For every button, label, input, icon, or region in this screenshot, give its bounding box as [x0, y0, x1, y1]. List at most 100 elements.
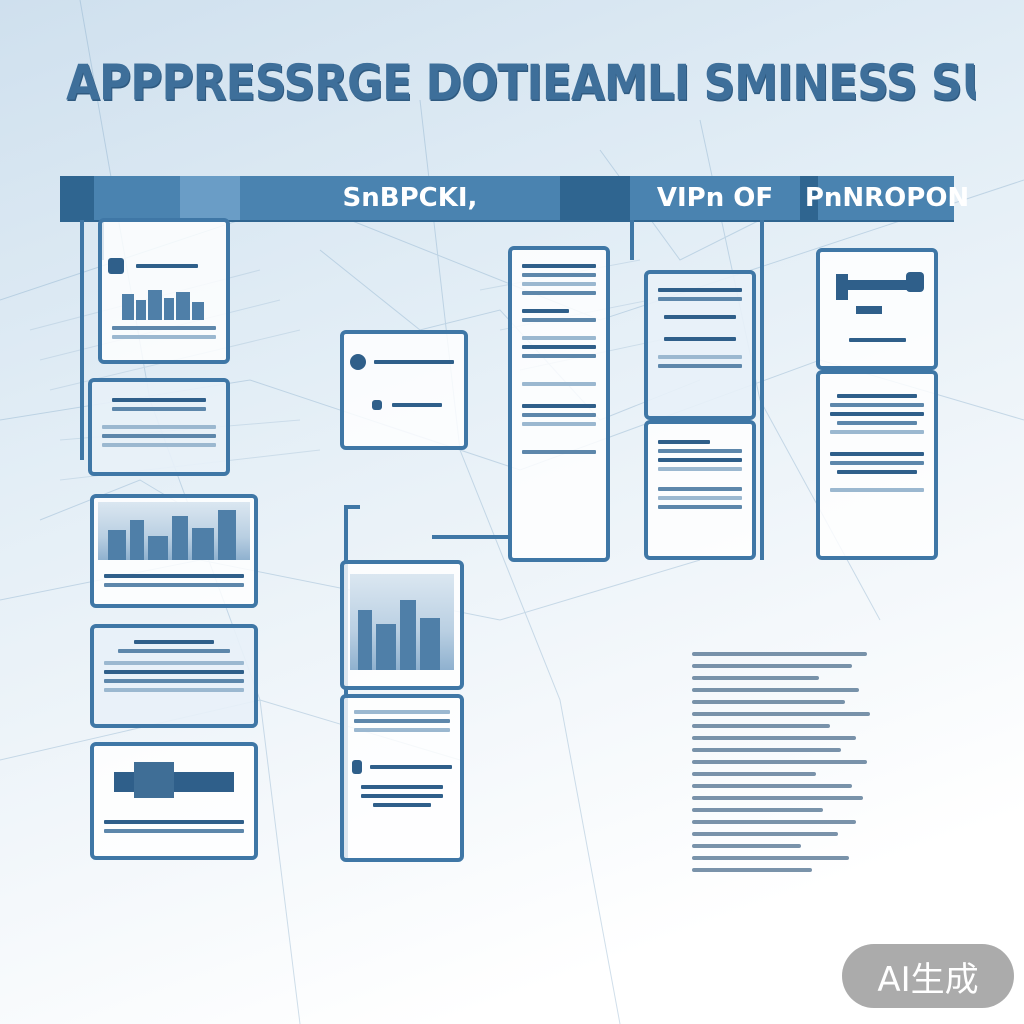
text-line — [830, 403, 924, 407]
text-line — [354, 719, 450, 723]
text-line — [134, 640, 214, 644]
text-line — [104, 820, 244, 824]
diagram-card — [88, 378, 230, 476]
text-line — [837, 470, 917, 474]
chart-image — [122, 286, 206, 320]
text-line — [102, 443, 216, 447]
user-icon — [372, 400, 382, 410]
text-line — [658, 355, 742, 359]
text-line — [392, 403, 442, 407]
text-line — [830, 452, 924, 456]
text-line — [522, 318, 596, 322]
diagram-card — [644, 420, 756, 560]
text-line — [522, 413, 596, 417]
text-line — [830, 430, 924, 434]
text-line — [136, 264, 198, 268]
text-line — [522, 345, 596, 349]
search-icon — [350, 354, 366, 370]
text-line — [102, 425, 216, 429]
text-line — [830, 461, 924, 465]
text-line — [658, 487, 742, 491]
text-line — [522, 309, 569, 313]
text-line — [658, 467, 742, 471]
tool-icon — [830, 272, 924, 332]
connector-line — [80, 220, 84, 460]
document-text-block — [692, 644, 874, 936]
text-line — [663, 315, 737, 319]
text-line — [522, 291, 596, 295]
text-line — [837, 394, 917, 398]
text-line — [658, 440, 710, 444]
text-line — [104, 679, 244, 683]
text-line — [104, 670, 244, 674]
connector-line — [344, 505, 360, 509]
header-bar: SnBPCKI, VIPn OF PnNROPON — [60, 176, 970, 220]
text-line — [658, 458, 742, 462]
text-line — [374, 360, 454, 364]
text-line — [112, 398, 206, 402]
text-line — [118, 649, 230, 653]
text-line — [837, 421, 917, 425]
diagram-card — [90, 494, 258, 608]
text-line — [522, 382, 596, 386]
text-line — [104, 583, 244, 587]
text-line — [102, 434, 216, 438]
text-line — [522, 282, 596, 286]
connector-line — [432, 535, 512, 539]
text-line — [373, 803, 431, 807]
text-line — [848, 338, 906, 342]
text-line — [658, 496, 742, 500]
text-line — [112, 407, 206, 411]
text-line — [354, 710, 450, 714]
diagram-card — [98, 218, 230, 364]
text-line — [522, 336, 596, 340]
text-line — [522, 450, 596, 454]
header-block — [180, 176, 240, 220]
text-line — [354, 728, 450, 732]
header-label-2: VIPn OF — [656, 183, 774, 213]
text-line — [522, 354, 596, 358]
ai-generated-badge: AI生成 — [842, 944, 1014, 1008]
text-line — [658, 297, 742, 301]
diagram-card — [340, 560, 464, 690]
text-line — [658, 288, 742, 292]
city-image — [98, 502, 250, 560]
header-block — [560, 176, 630, 220]
text-line — [112, 335, 216, 339]
text-line — [112, 326, 216, 330]
header-block — [800, 176, 818, 220]
diagram-card — [340, 330, 468, 450]
text-line — [361, 794, 443, 798]
text-line — [522, 404, 596, 408]
connector-line — [760, 220, 764, 560]
diagram-card — [340, 694, 464, 862]
text-line — [361, 785, 443, 789]
header-label-3: PnNROPON — [804, 183, 970, 213]
text-line — [658, 505, 742, 509]
text-line — [663, 337, 737, 341]
text-line — [104, 661, 244, 665]
diagram-card — [816, 248, 938, 370]
diagram-card — [90, 624, 258, 728]
text-line — [104, 688, 244, 692]
text-line — [522, 422, 596, 426]
text-line — [658, 364, 742, 368]
text-line — [104, 829, 244, 833]
diagram-card — [90, 742, 258, 860]
text-line — [104, 574, 244, 578]
diagram-card — [644, 270, 756, 420]
text-line — [522, 264, 596, 268]
marker-icon — [352, 760, 362, 774]
text-line — [658, 449, 742, 453]
page-title: APPPRESSRGE DOTIEAMLI SMINESS SUDIBISION… — [66, 54, 976, 113]
chart-image — [104, 760, 244, 804]
diagram-card — [816, 370, 938, 560]
document-icon — [108, 258, 124, 274]
text-line — [830, 412, 924, 416]
text-line — [370, 765, 452, 769]
text-line — [522, 273, 596, 277]
text-line — [830, 488, 924, 492]
header-block — [60, 176, 94, 220]
city-image — [350, 574, 454, 670]
connector-line — [630, 220, 634, 260]
